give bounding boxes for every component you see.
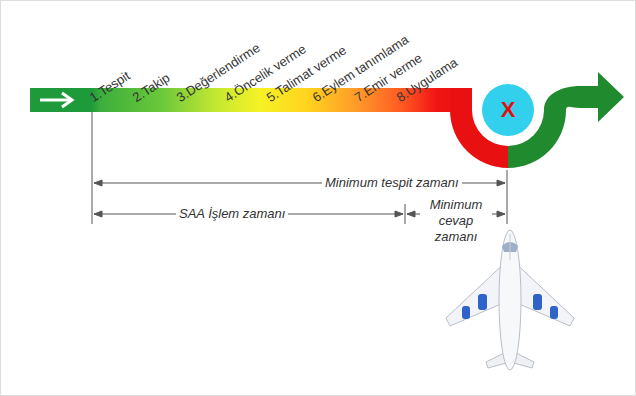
circle-mark: X <box>501 97 516 123</box>
target-circle: X <box>482 84 534 136</box>
dimension-label: Minimum tespit zamanı <box>322 175 462 191</box>
airplane <box>446 230 574 370</box>
dimension-label: Minimum cevap zamanı <box>420 197 492 245</box>
dimension-label: SAA İşlem zamanı <box>176 206 288 222</box>
